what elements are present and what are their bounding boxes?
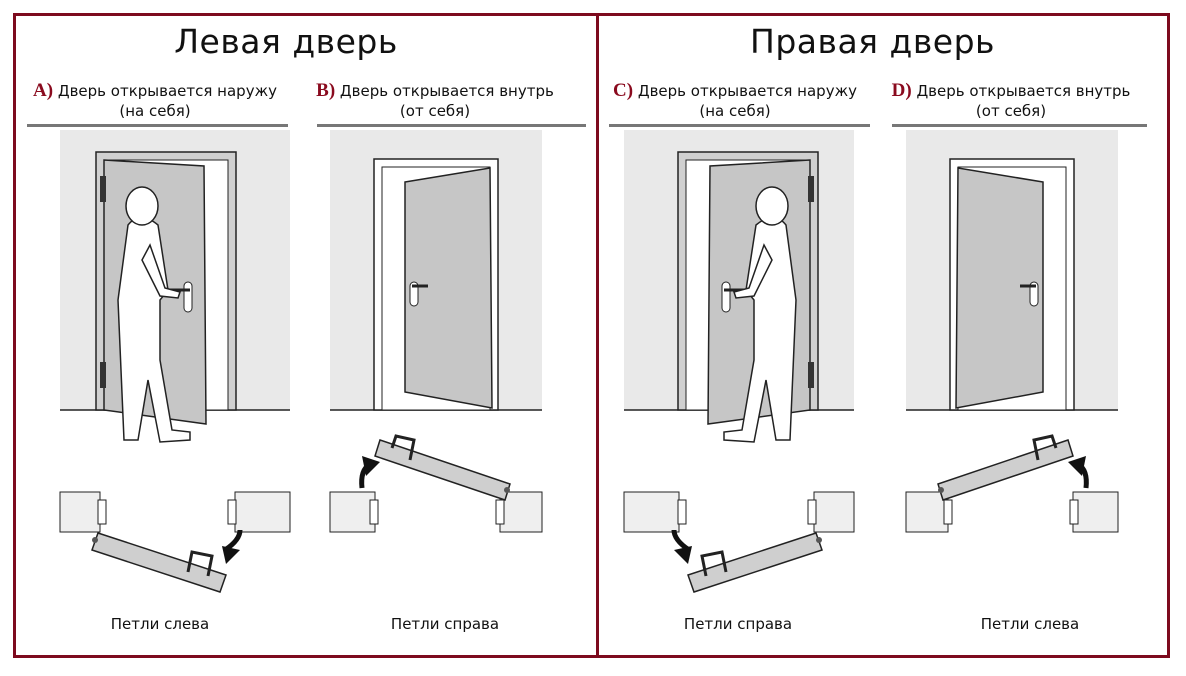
panel-d-door-illustration <box>904 128 1120 412</box>
left-door-title: Левая дверь <box>174 22 398 61</box>
panel-a-caption: Петли слева <box>110 615 210 633</box>
panel-b-letter: B) <box>316 80 336 101</box>
panel-d-letter: D) <box>891 80 912 101</box>
panel-b-plan-view <box>330 436 542 532</box>
panel-a-rule <box>27 124 288 127</box>
panel-d-line1: Дверь открывается внутрь <box>916 82 1131 100</box>
panel-c-line1: Дверь открывается наружу <box>637 82 857 100</box>
panel-c-plan-view <box>624 492 854 592</box>
right-door-title: Правая дверь <box>750 22 995 61</box>
panel-a-heading: A) Дверь открывается наружу (на себя) <box>20 81 290 121</box>
panel-d-plan-view <box>906 436 1118 532</box>
panel-c-door-illustration <box>622 128 856 444</box>
panel-b-heading: B) Дверь открывается внутрь (от себя) <box>300 81 570 121</box>
panel-a-letter: A) <box>33 80 54 101</box>
panel-b-caption: Петли справа <box>390 615 500 633</box>
panel-d-heading: D) Дверь открывается внутрь (от себя) <box>876 81 1146 121</box>
panel-d-line2: (от себя) <box>975 102 1047 120</box>
panel-b-rule <box>317 124 586 127</box>
panel-b-door-illustration <box>328 128 544 412</box>
panel-d-caption: Петли слева <box>980 615 1080 633</box>
panel-a-plan-view <box>60 492 290 592</box>
panel-c-heading: C) Дверь открывается наружу (на себя) <box>600 81 870 121</box>
panel-c-letter: C) <box>613 80 634 101</box>
panel-a-line2: (на себя) <box>119 102 191 120</box>
panel-b-line1: Дверь открывается внутрь <box>339 82 554 100</box>
right-door-frame <box>596 13 1170 658</box>
panel-d-rule <box>892 124 1147 127</box>
panel-c-rule <box>609 124 870 127</box>
panel-b-line2: (от себя) <box>399 102 471 120</box>
panel-c-line2: (на себя) <box>699 102 771 120</box>
panel-a-door-illustration <box>58 128 292 444</box>
panel-c-caption: Петли справа <box>683 615 793 633</box>
panel-a-line1: Дверь открывается наружу <box>57 82 277 100</box>
